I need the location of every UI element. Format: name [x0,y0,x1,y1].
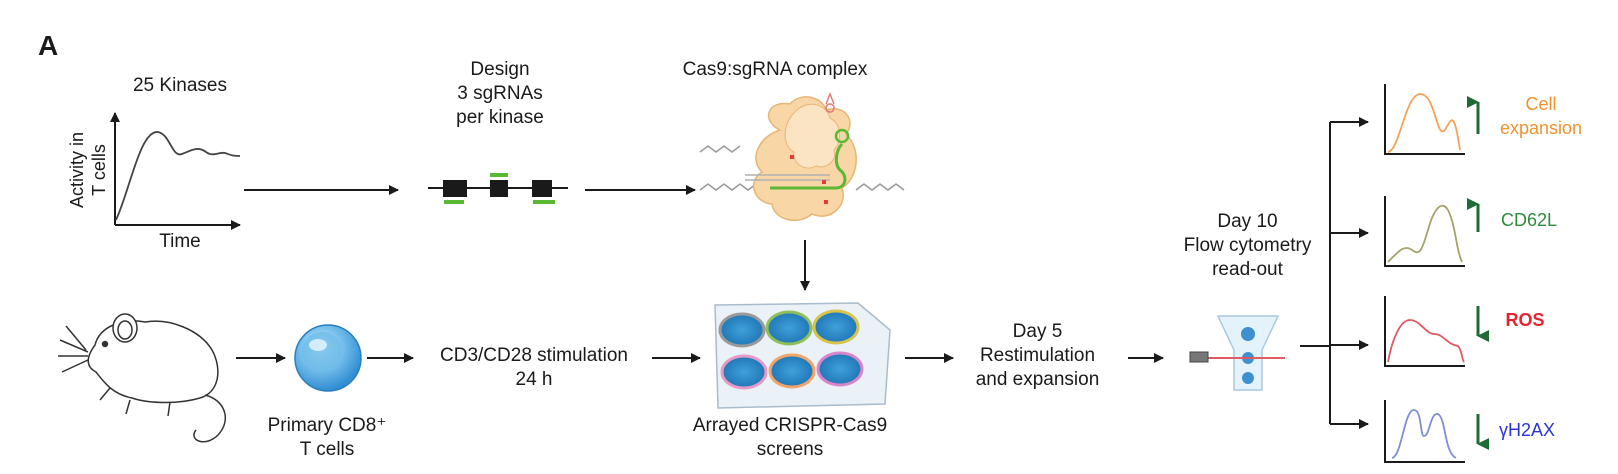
output-cd62l: CD62L [1500,210,1558,230]
arrayed-plate-icon [714,302,891,409]
output-ros: ROS [1505,310,1545,330]
kinases-title: 25 Kinases [132,75,227,96]
histogram-gh2ax [1384,400,1465,463]
output-histograms [1384,84,1465,463]
kinases-xlabel: Time [159,231,201,252]
flow-arrows [236,117,1369,429]
sgrna-design-icon [428,173,568,204]
flow-cytometer-icon [1189,315,1285,391]
histogram-ros [1384,296,1465,367]
cas9-title: Cas9:sgRNA complex [682,59,868,80]
panel-label: A [38,30,59,61]
plate-wells [718,309,864,390]
histogram-cd62l [1384,196,1465,267]
activity-curve [115,131,241,221]
output-gh2ax: γH2AX [1498,420,1556,440]
cells-label: Primary CD8⁺T cells [267,415,387,460]
kinase-activity-plot [110,112,241,230]
cas9-complex-icon [699,91,905,222]
mouse-icon [58,313,227,443]
t-cell-icon [294,324,362,392]
histogram-cell-expansion [1384,84,1465,155]
